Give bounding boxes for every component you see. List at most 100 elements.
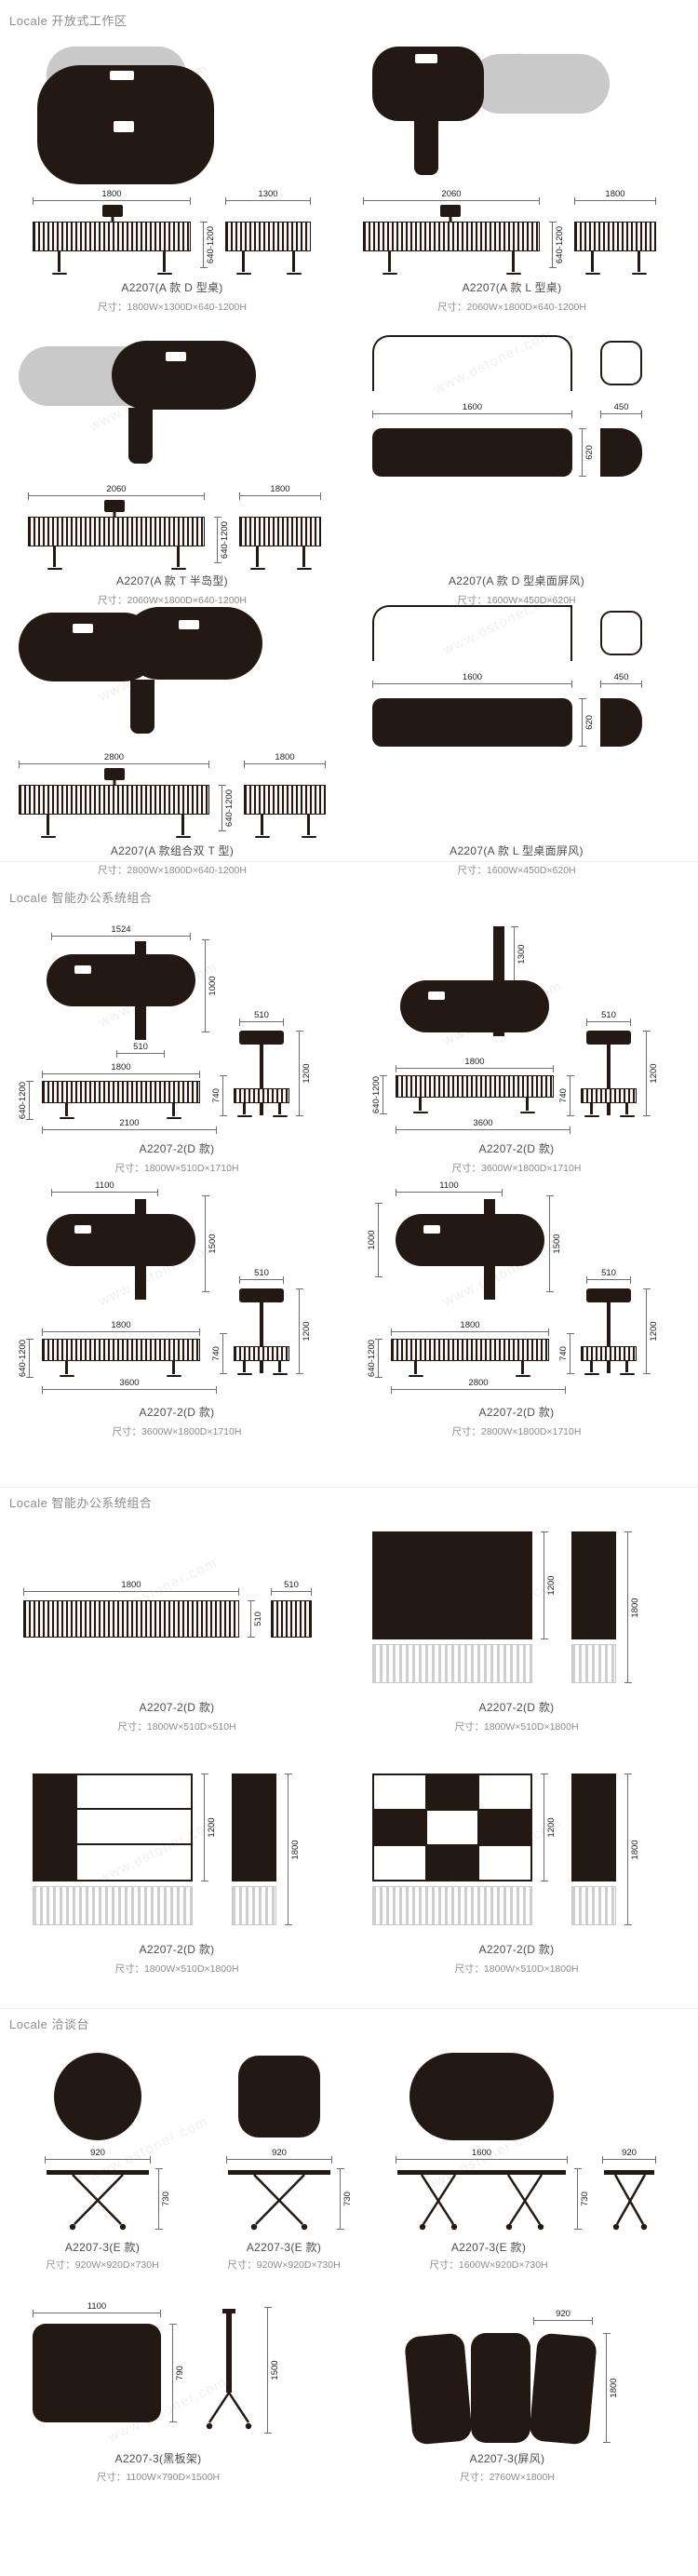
desk-leg xyxy=(590,1361,593,1372)
dim-value: 1300 xyxy=(517,944,527,964)
monitor-icon xyxy=(104,768,125,780)
desk-leg xyxy=(307,815,310,835)
table-elevation xyxy=(228,2170,330,2231)
desk-top-view xyxy=(37,65,214,184)
desk-top-view xyxy=(47,954,195,1006)
product-panel-double-t-desk: 2800 640-1200 1800 A2207(A 款组合双 T 型) 尺寸：… xyxy=(19,605,326,884)
desk-side-view xyxy=(581,1088,637,1103)
product-label: A2207-3(E 款) xyxy=(450,2241,527,2254)
screen-front-view xyxy=(23,1600,239,1638)
dim-total-width: 2800 xyxy=(391,1378,566,1394)
product-panel-workstation: 1524 1000 510 1800 640-1200 2100 510 120… xyxy=(18,924,330,1182)
desk-top-view xyxy=(112,341,256,410)
product-panel-workstation: 1300 1800 640-1200 3600 510 1200 740 A22… xyxy=(363,926,670,1182)
dim-value: 510 xyxy=(601,1267,616,1278)
desk-front-view xyxy=(33,222,191,251)
dim-value: 640-1200 xyxy=(17,1081,28,1120)
dim-value: 920 xyxy=(622,2147,637,2158)
monitor-icon xyxy=(440,205,461,217)
cabinet-side-view xyxy=(571,1774,616,1881)
dim-desk-depth: 1800 xyxy=(574,189,656,205)
product-label: A2207-3(E 款) xyxy=(246,2241,322,2254)
screen-top-view-outline xyxy=(372,335,572,391)
dim-value: 920 xyxy=(556,2308,570,2319)
desk-front-view xyxy=(391,1339,549,1361)
desk-leg xyxy=(625,1361,628,1372)
cabinet-cell xyxy=(374,1846,425,1880)
product-size: 尺寸：1100W×790D×1500H xyxy=(96,2472,221,2483)
dim-screen-column-height: 1200 xyxy=(296,1031,312,1116)
dim-value: 3600 xyxy=(473,1117,493,1128)
desk-side-view xyxy=(234,1088,289,1103)
screen-top-view-outline xyxy=(372,605,572,661)
cabinet-side-view xyxy=(232,1774,276,1881)
dim-table-height: 730 xyxy=(337,2168,353,2230)
desk-side-view xyxy=(239,517,321,546)
dim-desk-top-height: 740 xyxy=(211,1075,227,1116)
monitor-footprint xyxy=(179,620,199,629)
cabinet-cell xyxy=(479,1811,530,1844)
dim-screen-width: 510 xyxy=(239,1268,284,1284)
dim-desk-height: 640-1200 xyxy=(367,1339,383,1378)
dim-value: 730 xyxy=(580,2192,590,2206)
product-label: A2207-3(屏风) xyxy=(469,2452,545,2465)
dim-value: 1800 xyxy=(460,1319,480,1330)
product-panel-l-screen: 1600 450 620 A2207(A 款 L 型桌面屏风) 尺寸：1600W… xyxy=(363,605,670,884)
dim-value: 1800 xyxy=(464,1056,485,1067)
product-label: A2207-2(D 款) xyxy=(139,1701,215,1714)
desk-front-view xyxy=(42,1339,200,1361)
dim-value: 1800 xyxy=(630,1839,640,1860)
dim-value: 620 xyxy=(584,715,595,730)
planter-base xyxy=(33,1886,193,1925)
screen-panel xyxy=(404,2332,473,2446)
dim-extra: 1000 xyxy=(367,1203,383,1277)
product-panel-round-table: 920 730 A2207-3(E 款) 尺寸：920W×920D×730H xyxy=(28,2053,177,2281)
dim-desk-width: 2060 xyxy=(28,484,205,500)
monitor-footprint xyxy=(423,1225,440,1234)
top-view-gray-shape xyxy=(470,54,610,114)
dim-desk-width: 1800 xyxy=(391,1320,549,1336)
desk-top-view xyxy=(396,1214,544,1266)
desk-top-view xyxy=(400,980,549,1032)
dim-desk-depth: 1800 xyxy=(239,484,321,500)
dim-panel-height: 1200 xyxy=(201,1774,217,1881)
desk-leg xyxy=(278,1103,281,1114)
product-label: A2207(A 款 L 型桌) xyxy=(462,281,562,294)
dim-value: 640-1200 xyxy=(555,225,565,264)
dim-desk-height: 640-1200 xyxy=(18,1081,34,1120)
screen-pole xyxy=(607,1045,611,1115)
desk-side-view xyxy=(574,222,656,251)
product-size: 尺寸：1600W×920D×730H xyxy=(429,2259,548,2271)
monitor-footprint xyxy=(110,71,134,80)
dim-screen-height: 1800 xyxy=(603,2333,619,2443)
desk-leg xyxy=(172,1361,175,1374)
dim-value: 1600 xyxy=(471,2147,492,2158)
dim-screen-width: 510 xyxy=(586,1010,631,1026)
dim-value: 510 xyxy=(133,1041,148,1052)
product-label: A2207(A 款 D 型桌) xyxy=(121,281,223,294)
dim-top-depth: 1500 xyxy=(546,1195,562,1292)
dim-total-height: 1800 xyxy=(285,1774,301,1925)
dim-top-width: 1100 xyxy=(51,1180,158,1196)
desk-leg xyxy=(243,1103,246,1114)
dim-value: 640-1200 xyxy=(220,520,230,560)
desk-top-view xyxy=(47,1214,195,1266)
desk-leg xyxy=(625,1103,628,1114)
dim-value: 1200 xyxy=(649,1063,659,1084)
dim-desk-height: 640-1200 xyxy=(214,517,230,563)
desk-side-view xyxy=(234,1346,289,1361)
product-panel-low-screen: 1800 510 510 A2207-2(D 款) 尺寸：1800W×510D×… xyxy=(23,1531,330,1750)
product-size: 尺寸：2060W×1800D×640-1200H xyxy=(437,302,586,313)
dim-value: 510 xyxy=(254,1009,269,1020)
desk-return-top-view xyxy=(128,408,153,464)
shelf-line xyxy=(77,1843,191,1845)
dim-value: 740 xyxy=(210,1088,221,1103)
desk-leg xyxy=(388,251,391,272)
product-size: 尺寸：920W×920D×730H xyxy=(227,2259,341,2271)
dim-desk-width: 1800 xyxy=(33,189,191,205)
product-size: 尺寸：1600W×450D×620H xyxy=(457,595,576,606)
dim-total-width: 3600 xyxy=(42,1378,217,1394)
screen-front-view xyxy=(372,428,572,477)
monitor-footprint xyxy=(428,991,445,1000)
product-size: 尺寸：2060W×1800D×640-1200H xyxy=(98,595,247,606)
